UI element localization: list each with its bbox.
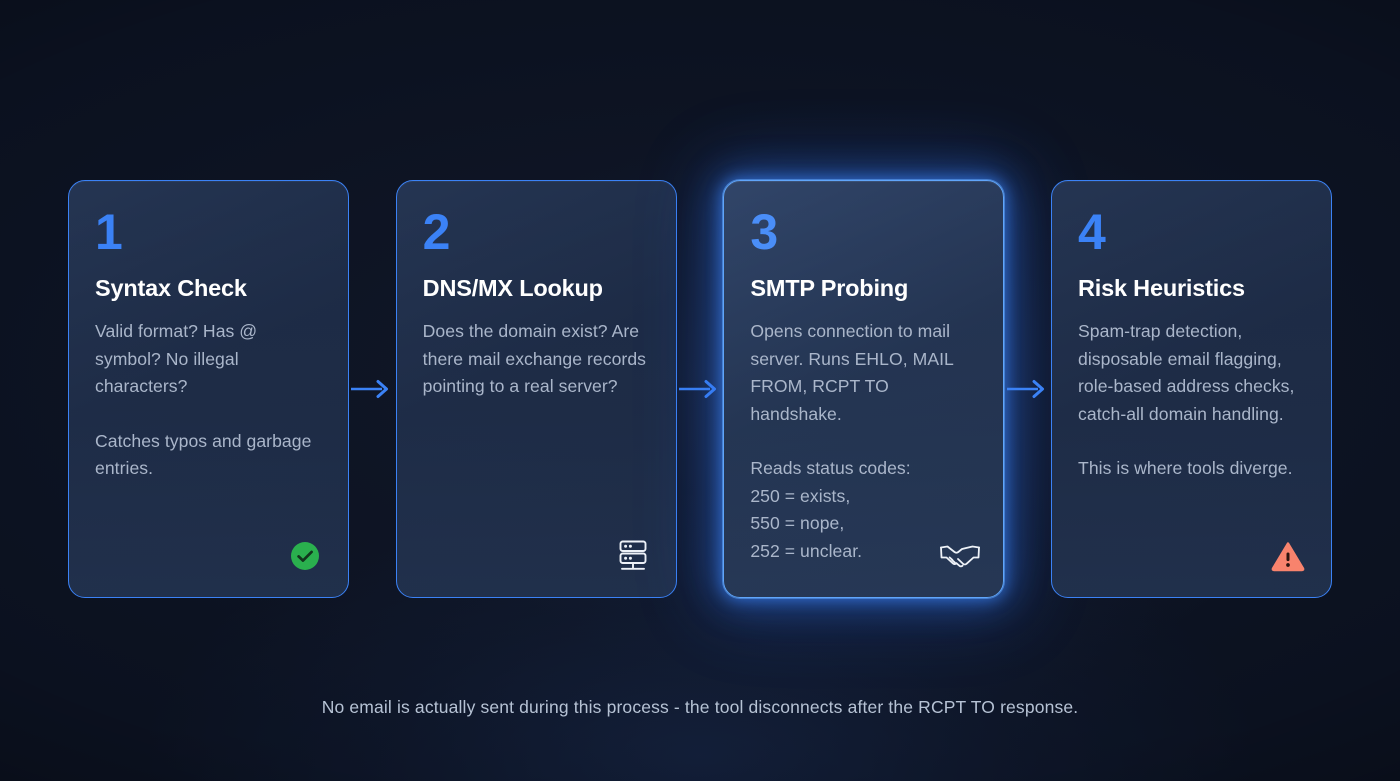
connector-arrow-1: [349, 180, 396, 598]
connector-arrow-2: [677, 180, 724, 598]
step-body-4: Spam-trap detection, disposable email fl…: [1078, 318, 1305, 483]
step-number-4: 4: [1078, 204, 1106, 260]
warning-triangle-icon: [1267, 535, 1309, 577]
step-number-1: 1: [95, 204, 123, 260]
step-paragraph: Spam-trap detection, disposable email fl…: [1078, 321, 1295, 424]
step-body-1: Valid format? Has @ symbol? No illegal c…: [95, 318, 322, 483]
step-paragraph: Catches typos and garbage entries.: [95, 430, 312, 479]
step-body-3: Opens connection to mail server. Runs EH…: [750, 318, 977, 565]
step-card-4[interactable]: 4 Risk Heuristics Spam-trap detection, d…: [1051, 180, 1333, 598]
step-paragraph: Opens connection to mail server. Runs EH…: [750, 321, 954, 424]
step-card-1[interactable]: 1 Syntax Check Valid format? Has @ symbo…: [68, 180, 349, 598]
step-card-3[interactable]: 3 SMTP Probing Opens connection to mail …: [723, 180, 1005, 598]
step-number-3: 3: [750, 204, 778, 260]
check-circle-icon: [284, 535, 326, 577]
step-card-2[interactable]: 2 DNS/MX Lookup Does the domain exist? A…: [395, 180, 677, 598]
step-title-3: SMTP Probing: [750, 275, 909, 301]
server-rack-icon: [612, 535, 654, 577]
connector-arrow-3: [1004, 180, 1051, 598]
step-paragraph: This is where tools diverge.: [1078, 458, 1293, 479]
step-title-1: Syntax Check: [95, 275, 247, 301]
step-flow: 1 Syntax Check Valid format? Has @ symbo…: [68, 180, 1333, 598]
footer-note: No email is actually sent during this pr…: [321, 697, 1079, 717]
step-title-2: DNS/MX Lookup: [422, 275, 603, 301]
step-paragraph: Valid format? Has @ symbol? No illegal c…: [95, 321, 258, 397]
step-paragraph-status-codes: Reads status codes: 250 = exists, 550 = …: [750, 458, 911, 561]
step-title-4: Risk Heuristics: [1078, 275, 1245, 301]
step-paragraph: Does the domain exist? Are there mail ex…: [422, 321, 647, 397]
step-body-2: Does the domain exist? Are there mail ex…: [423, 318, 650, 401]
handshake-icon: [939, 535, 981, 577]
step-number-2: 2: [422, 204, 451, 260]
